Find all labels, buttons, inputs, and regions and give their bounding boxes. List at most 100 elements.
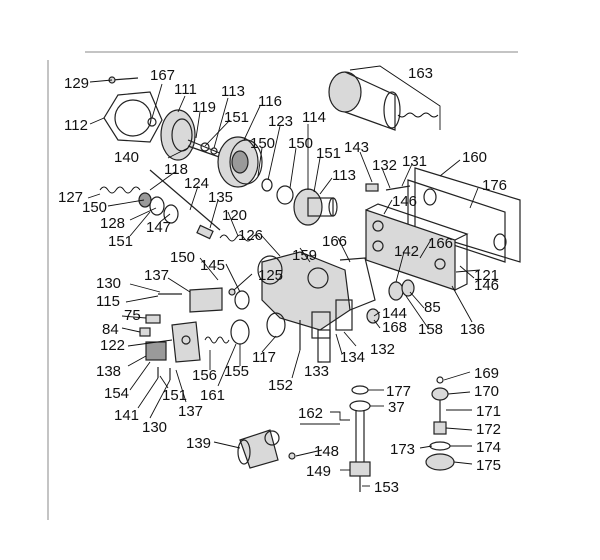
label-160: 160 — [462, 149, 487, 166]
label-151: 151 — [162, 387, 187, 404]
label-139: 139 — [186, 435, 211, 452]
label-170: 170 — [474, 383, 499, 400]
label-169: 169 — [474, 365, 499, 382]
label-167: 167 — [150, 67, 175, 84]
label-140: 140 — [114, 149, 139, 166]
part-diaphragm-155 — [230, 319, 250, 345]
label-112: 112 — [64, 117, 88, 134]
label-84: 84 — [102, 321, 119, 338]
label-113: 113 — [332, 167, 356, 184]
label-173: 173 — [390, 441, 415, 458]
part-valve-block-122 — [171, 321, 201, 363]
label-155: 155 — [224, 363, 249, 380]
part-bracket-115 — [158, 287, 223, 313]
part-spring-127 — [99, 186, 141, 194]
part-seat-150 — [138, 192, 152, 208]
part-housing-116 — [217, 136, 263, 188]
label-129: 129 — [64, 75, 89, 92]
label-122: 122 — [100, 337, 125, 354]
part-screw-129 — [108, 76, 139, 84]
label-120: 120 — [222, 207, 247, 224]
label-150: 150 — [250, 135, 275, 152]
label-141: 141 — [114, 407, 139, 424]
label-149: 149 — [306, 463, 331, 480]
label-114: 114 — [302, 109, 326, 126]
label-150: 150 — [170, 249, 195, 266]
label-151: 151 — [316, 145, 341, 162]
label-177: 177 — [386, 383, 411, 400]
label-162: 162 — [298, 405, 323, 422]
label-75: 75 — [124, 307, 141, 324]
leader-lines — [87, 65, 481, 487]
label-168: 168 — [382, 319, 407, 336]
part-spring-156 — [204, 336, 230, 344]
label-125: 125 — [258, 267, 283, 284]
label-163: 163 — [408, 65, 433, 82]
label-171: 171 — [476, 403, 501, 420]
label-127: 127 — [58, 189, 83, 206]
part-ring-167 — [147, 117, 157, 127]
part-sensor-138 — [145, 341, 167, 361]
label-142: 142 — [394, 243, 419, 260]
label-175: 175 — [476, 457, 501, 474]
label-153: 153 — [374, 479, 399, 496]
label-146: 146 — [392, 193, 417, 210]
label-147: 147 — [146, 219, 171, 236]
label-150: 150 — [82, 199, 107, 216]
label-151: 151 — [108, 233, 133, 250]
label-128: 128 — [100, 215, 125, 232]
label-113: 113 — [221, 83, 245, 100]
label-150: 150 — [288, 135, 313, 152]
part-clip-148 — [288, 452, 296, 460]
part-number-labels: 129 167 112 111 113 119 151 116 163 123 … — [58, 65, 507, 496]
part-washer-150 — [276, 185, 294, 205]
label-158: 158 — [418, 321, 443, 338]
label-174: 174 — [476, 439, 501, 456]
part-rod-119 — [187, 139, 223, 159]
part-pipe-133 — [317, 329, 331, 363]
part-spring-120 — [219, 234, 261, 242]
label-137: 137 — [144, 267, 169, 284]
part-cover-plate — [103, 91, 163, 143]
label-132: 132 — [370, 341, 395, 358]
label-137: 137 — [178, 403, 203, 420]
label-37: 37 — [388, 399, 405, 416]
part-ring-145 — [234, 290, 250, 310]
part-heat-exchanger-121 — [365, 203, 469, 291]
part-diaphragm-111 — [160, 109, 196, 161]
label-152: 152 — [268, 377, 293, 394]
label-111: 111 — [174, 81, 197, 98]
label-118: 118 — [164, 161, 188, 178]
part-valve-stack-169-175 — [425, 376, 455, 471]
label-166: 166 — [428, 235, 453, 252]
label-146: 146 — [474, 277, 499, 294]
label-145: 145 — [200, 257, 225, 274]
label-154: 154 — [104, 385, 129, 402]
label-117: 117 — [252, 349, 276, 366]
part-connector-84 — [139, 327, 151, 337]
label-166: 166 — [322, 233, 347, 250]
part-elbow-139 — [237, 429, 280, 469]
part-actuator-163 — [328, 71, 439, 131]
label-126: 126 — [238, 227, 263, 244]
part-hydraulic-body-159 — [257, 251, 376, 339]
part-plate-160 — [414, 167, 521, 263]
part-valve-114 — [293, 188, 338, 226]
part-screw-125 — [228, 288, 236, 296]
part-oring-151 — [200, 142, 210, 152]
label-124: 124 — [184, 175, 209, 192]
part-washer-128 — [149, 196, 165, 216]
label-130: 130 — [142, 419, 167, 436]
part-plug-168 — [366, 308, 380, 324]
part-fitting-85 — [388, 279, 415, 301]
label-151: 151 — [224, 109, 249, 126]
label-119: 119 — [192, 99, 216, 116]
part-connector-75 — [145, 314, 161, 324]
label-133: 133 — [304, 363, 329, 380]
part-washer-147 — [163, 204, 179, 224]
part-cartridge-162 — [349, 385, 371, 492]
part-bush-143 — [365, 183, 379, 192]
label-134: 134 — [340, 349, 365, 366]
label-115: 115 — [96, 293, 120, 310]
